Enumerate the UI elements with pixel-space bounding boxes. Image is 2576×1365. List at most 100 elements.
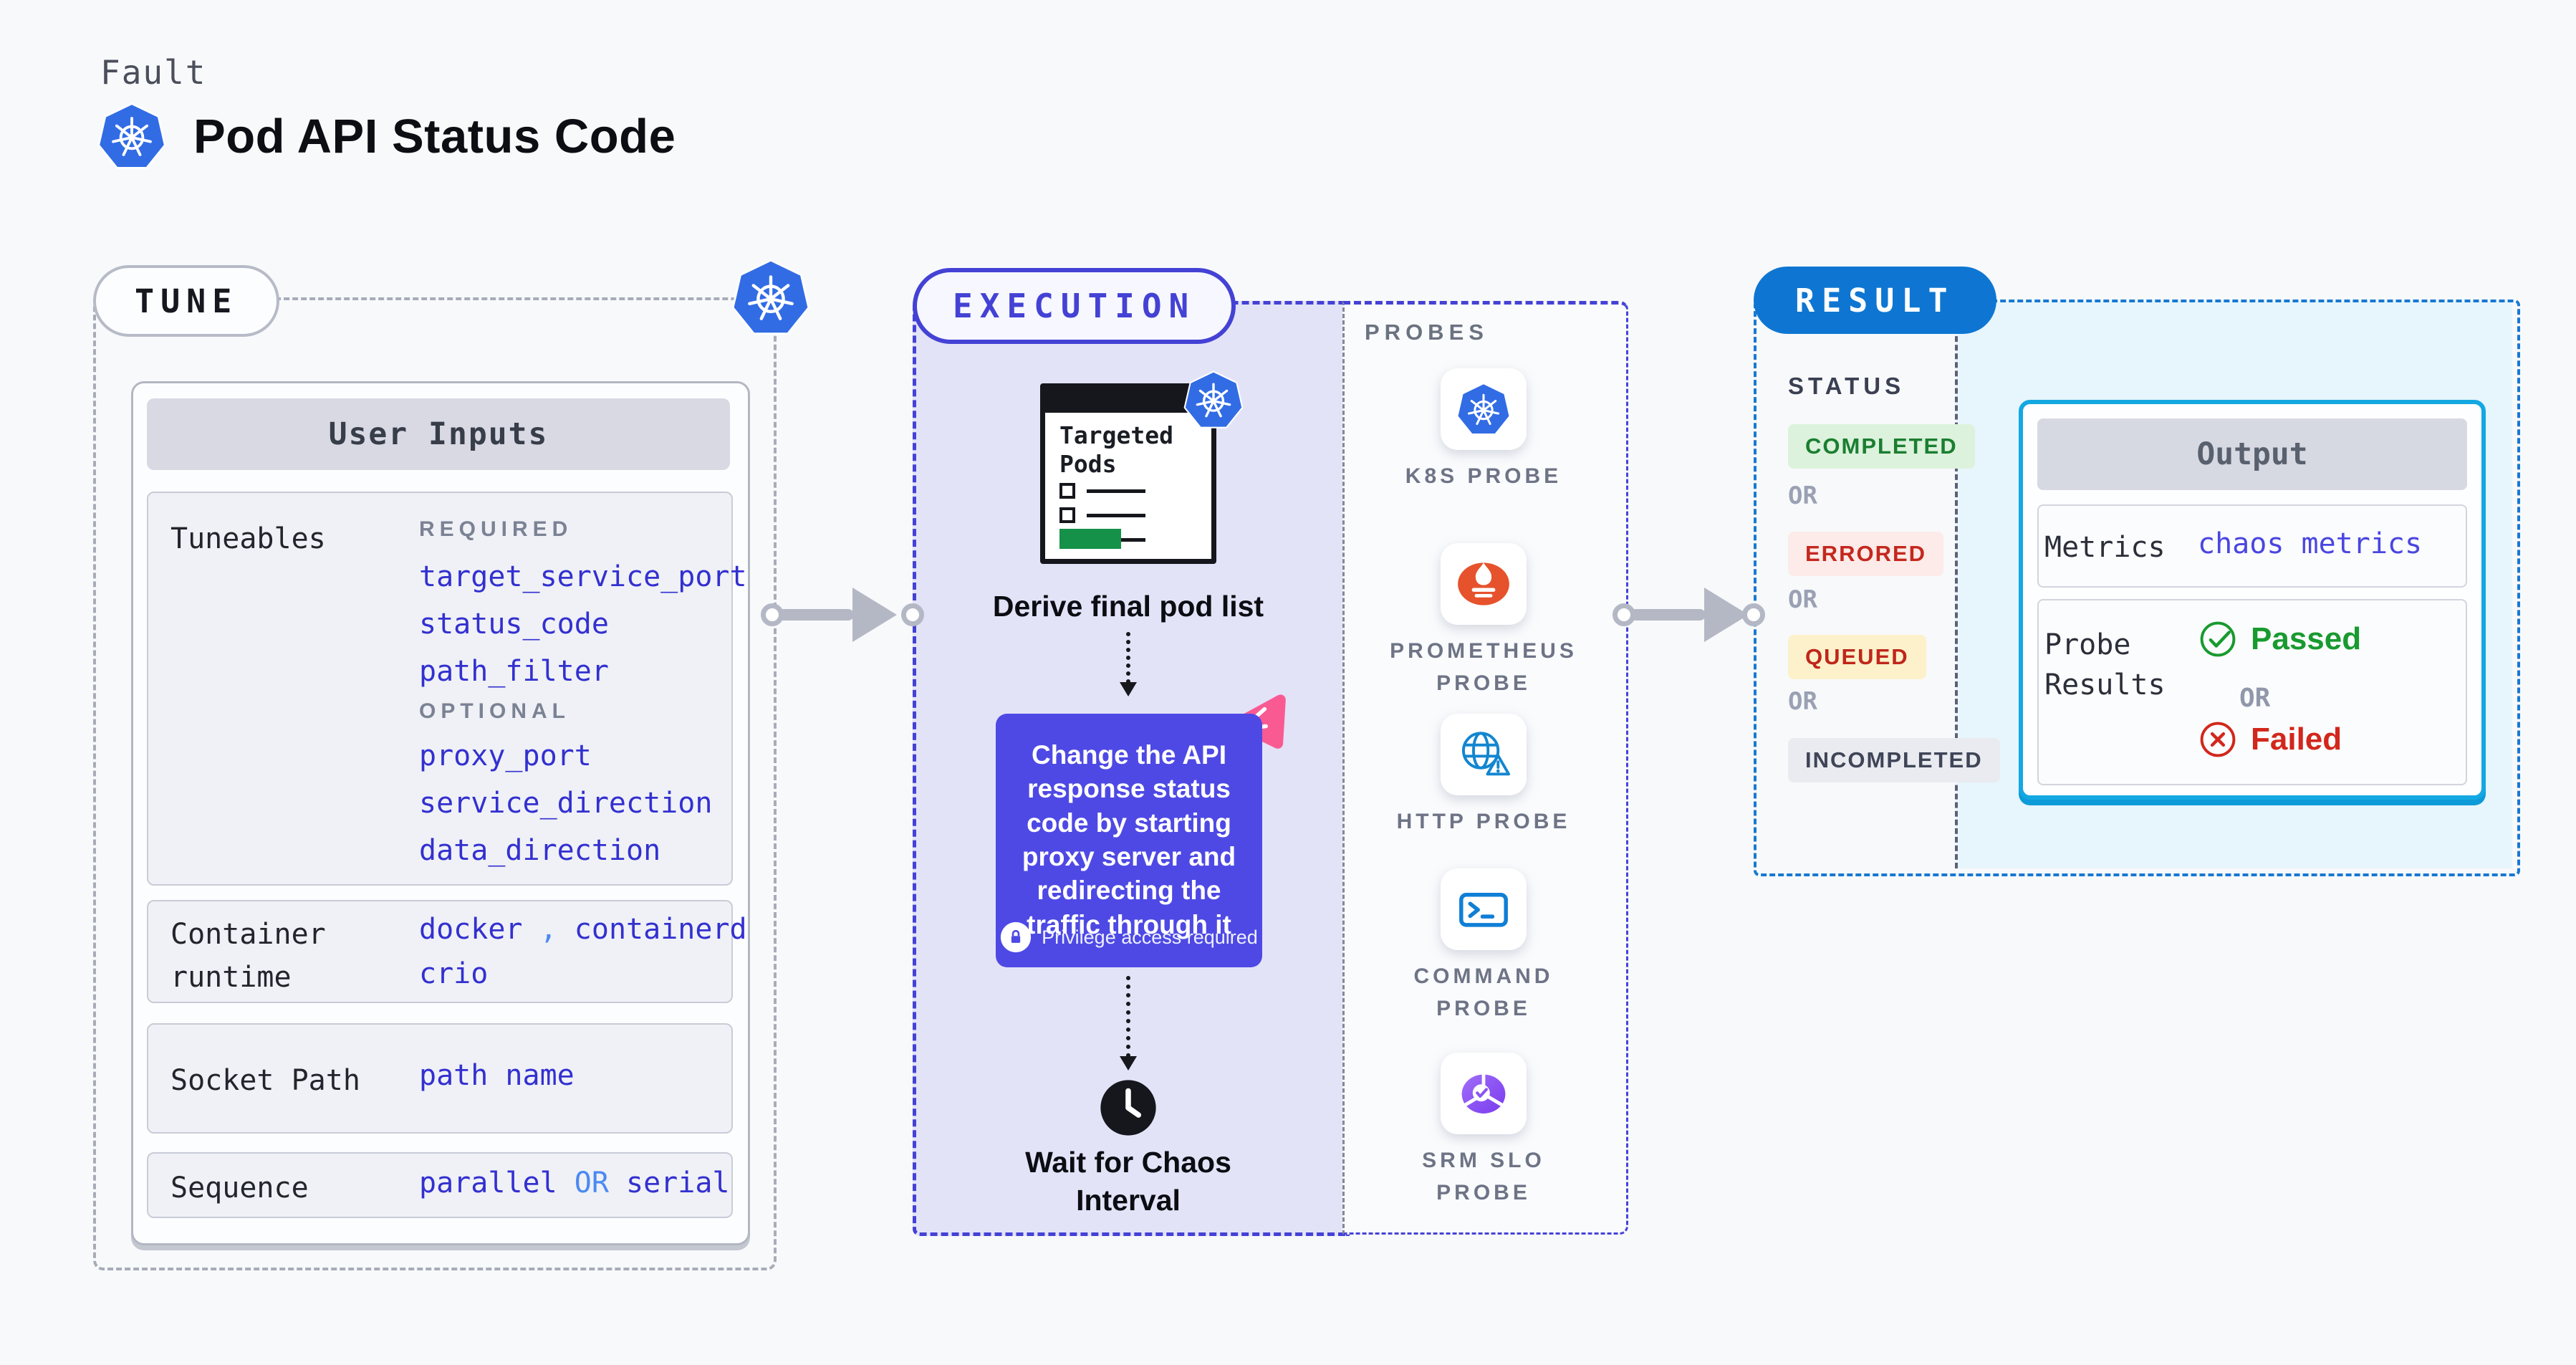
tuneable-optional-item: service_direction xyxy=(419,787,713,820)
arrow-line xyxy=(1630,609,1706,621)
sequence-values: parallel OR serial xyxy=(419,1167,730,1199)
runtime-docker: docker xyxy=(419,913,523,946)
probe-card-k8s xyxy=(1441,368,1527,450)
arrow-line xyxy=(778,609,854,621)
pod-list-item xyxy=(1059,483,1145,499)
runtime-separator: , xyxy=(539,913,557,946)
arrow-end-dot xyxy=(901,603,924,626)
x-circle-icon xyxy=(2198,719,2238,760)
checkbox-icon xyxy=(1059,507,1075,523)
probes-title: PROBES xyxy=(1365,320,1489,345)
page-title-row: Pod API Status Code xyxy=(97,102,676,171)
probe-label: HTTP PROBE xyxy=(1396,810,1571,833)
tuneable-required-item: status_code xyxy=(419,608,609,641)
status-badge-incompleted: INCOMPLETED xyxy=(1788,738,2000,782)
arrow-head xyxy=(852,588,897,642)
probe-card-prometheus xyxy=(1441,543,1527,625)
kubernetes-icon xyxy=(1183,370,1244,430)
container-runtime-label: Container runtime xyxy=(170,918,326,994)
socket-path-value: path name xyxy=(419,1059,575,1092)
http-globe-icon xyxy=(1456,727,1512,782)
status-heading: STATUS xyxy=(1788,373,1905,399)
probe-card-srm-slo xyxy=(1441,1053,1527,1134)
arrow-start-dot xyxy=(1613,603,1635,626)
terminal-icon xyxy=(1456,881,1512,937)
metrics-value: chaos metrics xyxy=(2198,527,2423,560)
progress-bar xyxy=(1059,529,1121,549)
status-badge-queued: QUEUED xyxy=(1788,635,1926,679)
user-inputs-header: User Inputs xyxy=(147,398,730,470)
status-badge-completed: COMPLETED xyxy=(1788,424,1975,469)
or-text: OR xyxy=(2239,684,2271,713)
list-line xyxy=(1087,513,1145,517)
failed-label: Failed xyxy=(2251,722,2342,757)
failed-verdict: Failed xyxy=(2198,719,2342,760)
fault-kicker: Fault xyxy=(100,53,207,92)
lock-icon xyxy=(1000,921,1032,953)
tuneables-label: Tuneables xyxy=(170,522,326,555)
checkbox-icon xyxy=(1059,483,1075,499)
probe-card-command xyxy=(1441,868,1527,950)
sequence-or: OR xyxy=(574,1167,609,1199)
chaos-action-text: Change the API response status code by s… xyxy=(1022,740,1236,939)
clipboard-title: Targeted Pods xyxy=(1059,421,1173,478)
list-line xyxy=(1087,489,1145,493)
result-panel xyxy=(1754,300,2520,876)
optional-heading: OPTIONAL xyxy=(419,699,570,723)
dotted-arrow-line xyxy=(1126,976,1130,1058)
slo-donut-icon xyxy=(1455,1065,1512,1122)
container-runtime-row xyxy=(147,900,733,1003)
metrics-row xyxy=(2037,504,2467,588)
dotted-arrow-head xyxy=(1120,1056,1137,1071)
targeted-pods-clipboard: Targeted Pods xyxy=(1040,383,1216,564)
probe-label: COMMAND PROBE xyxy=(1413,964,1554,1020)
clipboard-top-bar xyxy=(1045,388,1211,413)
kubernetes-icon xyxy=(97,102,166,171)
privilege-note-row: Privilege access required xyxy=(996,921,1262,953)
probe-results-row xyxy=(2037,599,2467,785)
prometheus-icon xyxy=(1456,556,1512,612)
status-badge-errored: ERRORED xyxy=(1788,532,1944,576)
tune-badge: TUNE xyxy=(93,265,280,337)
runtime-containerd: containerd xyxy=(574,913,747,946)
kubernetes-icon xyxy=(731,258,810,337)
execution-badge: EXECUTION xyxy=(913,268,1236,344)
probe-label: PROMETHEUS PROBE xyxy=(1390,639,1577,695)
metrics-label: Metrics xyxy=(2044,531,2166,564)
result-badge: RESULT xyxy=(1754,267,1996,334)
socket-path-row xyxy=(147,1023,733,1134)
arrow-head xyxy=(1704,588,1749,642)
output-header: Output xyxy=(2037,418,2467,490)
tuneable-optional-item: proxy_port xyxy=(419,739,592,772)
wait-chaos-caption: Wait for Chaos Interval xyxy=(1025,1146,1231,1217)
privilege-note: Privilege access required xyxy=(1042,926,1258,948)
derive-pod-list-caption: Derive final pod list xyxy=(992,590,1264,623)
required-heading: REQUIRED xyxy=(419,517,573,541)
probe-results-label: Probe Results xyxy=(2044,628,2166,701)
or-text: OR xyxy=(1788,482,1817,510)
tuneable-required-item: target_service_port xyxy=(419,560,747,593)
sequence-row xyxy=(147,1152,733,1218)
probe-label: K8S PROBE xyxy=(1405,464,1562,488)
tuneables-row xyxy=(147,492,733,886)
sequence-serial: serial xyxy=(626,1167,730,1199)
dotted-arrow-line xyxy=(1126,632,1130,684)
check-circle-icon xyxy=(2198,619,2238,659)
socket-path-label: Socket Path xyxy=(170,1064,360,1097)
arrow-start-dot xyxy=(761,603,784,626)
tune-panel xyxy=(93,297,777,1270)
page-title: Pod API Status Code xyxy=(193,109,676,163)
passed-label: Passed xyxy=(2251,621,2362,656)
sequence-parallel: parallel xyxy=(419,1167,557,1199)
arrow-end-dot xyxy=(1742,603,1765,626)
clock-icon xyxy=(1098,1078,1158,1138)
pod-list-item xyxy=(1059,507,1145,523)
output-box: Output Metrics chaos metrics Probe Resul… xyxy=(2019,400,2486,800)
or-text: OR xyxy=(1788,687,1817,716)
probe-label: SRM SLO PROBE xyxy=(1422,1149,1545,1204)
or-text: OR xyxy=(1788,585,1817,614)
kubernetes-icon xyxy=(1456,382,1511,436)
result-divider xyxy=(1955,302,1958,868)
chaos-action-card: Change the API response status code by s… xyxy=(996,714,1262,967)
runtime-crio: crio xyxy=(419,957,489,990)
